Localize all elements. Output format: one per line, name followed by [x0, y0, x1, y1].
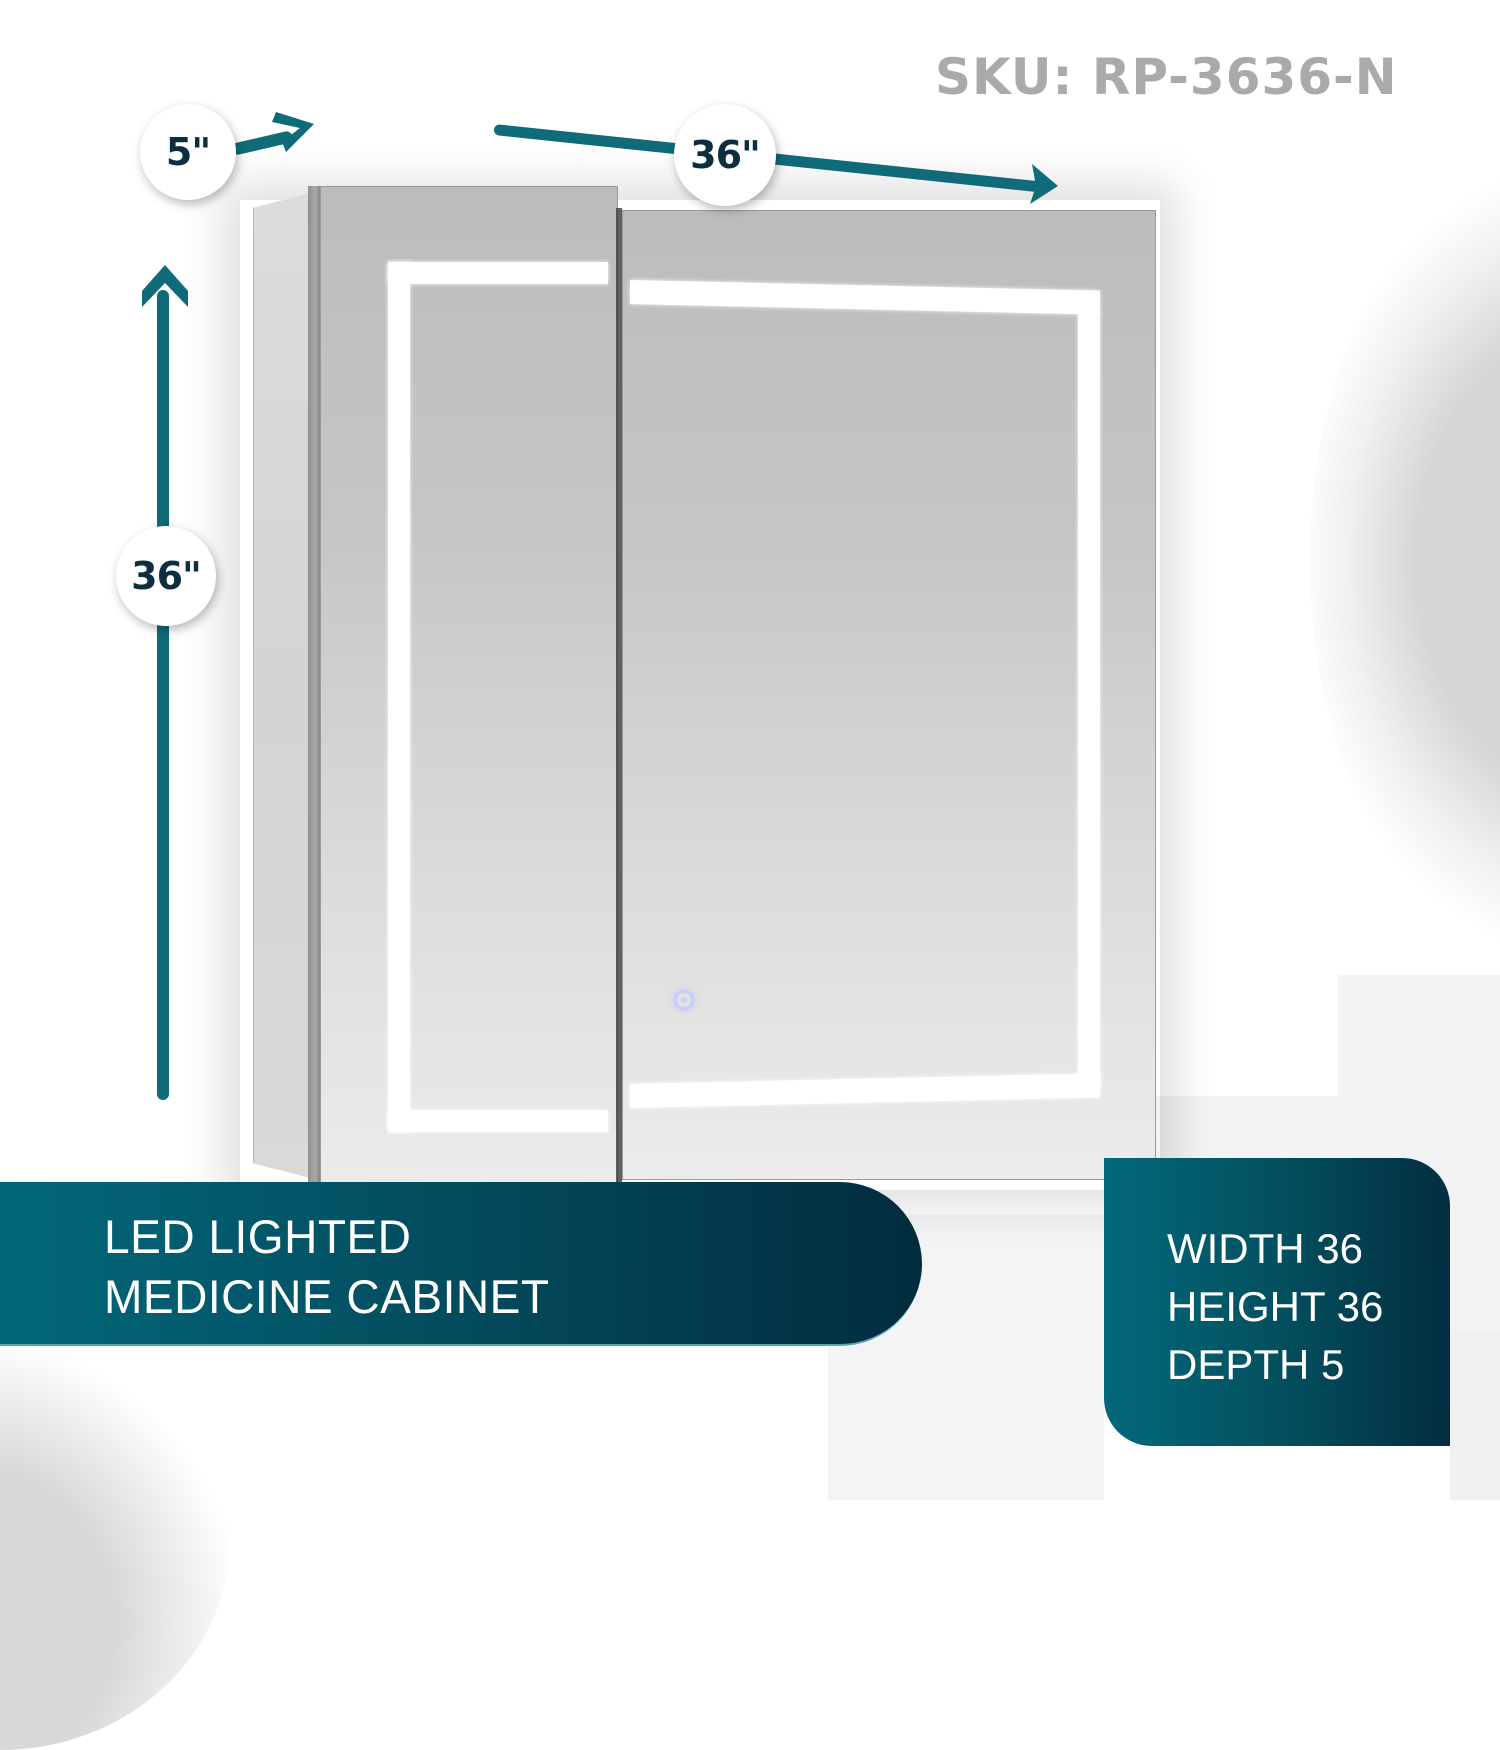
spec-height: HEIGHT 36 [1167, 1283, 1384, 1330]
spec-depth: DEPTH 5 [1167, 1341, 1345, 1388]
product-title-line1: LED LIGHTED [104, 1210, 412, 1263]
spec-list: WIDTH 36 HEIGHT 36 DEPTH 5 [1167, 1220, 1383, 1394]
arrow-head-depth-icon [272, 112, 314, 152]
spec-box [1104, 1158, 1450, 1446]
product-title-line2: MEDICINE CABINET [104, 1270, 550, 1323]
arrow-head-width-icon [1030, 164, 1058, 204]
led-strip-top-left [388, 262, 608, 284]
spec-width: WIDTH 36 [1167, 1225, 1364, 1272]
cabinet-hinge [308, 186, 322, 1196]
cabinet-door-right [622, 210, 1156, 1180]
led-strip-right [1078, 311, 1100, 1091]
depth-label: 5" [165, 130, 211, 174]
product-title: LED LIGHTED MEDICINE CABINET [104, 1207, 549, 1327]
height-bubble: 36" [116, 526, 216, 626]
width-bubble: 36" [674, 104, 776, 206]
background-shadow-right [1310, 180, 1500, 940]
sku-label: SKU: RP-3636-N [935, 48, 1398, 106]
led-strip-bottom-left [388, 1110, 608, 1132]
cabinet-door-left [320, 186, 618, 1196]
cabinet-side-panel [253, 193, 310, 1178]
height-label: 36" [131, 554, 202, 598]
background-shadow-left [0, 1330, 230, 1750]
door-divider [616, 208, 622, 1182]
width-label: 36" [690, 133, 761, 177]
power-touch-icon[interactable] [674, 990, 694, 1010]
arrow-head-height-icon [142, 265, 188, 307]
led-strip-left [388, 262, 410, 1132]
background-block [1450, 1330, 1500, 1500]
depth-bubble: 5" [140, 104, 236, 200]
arrow-up-height [157, 290, 169, 1100]
product-title-banner [0, 1182, 922, 1346]
